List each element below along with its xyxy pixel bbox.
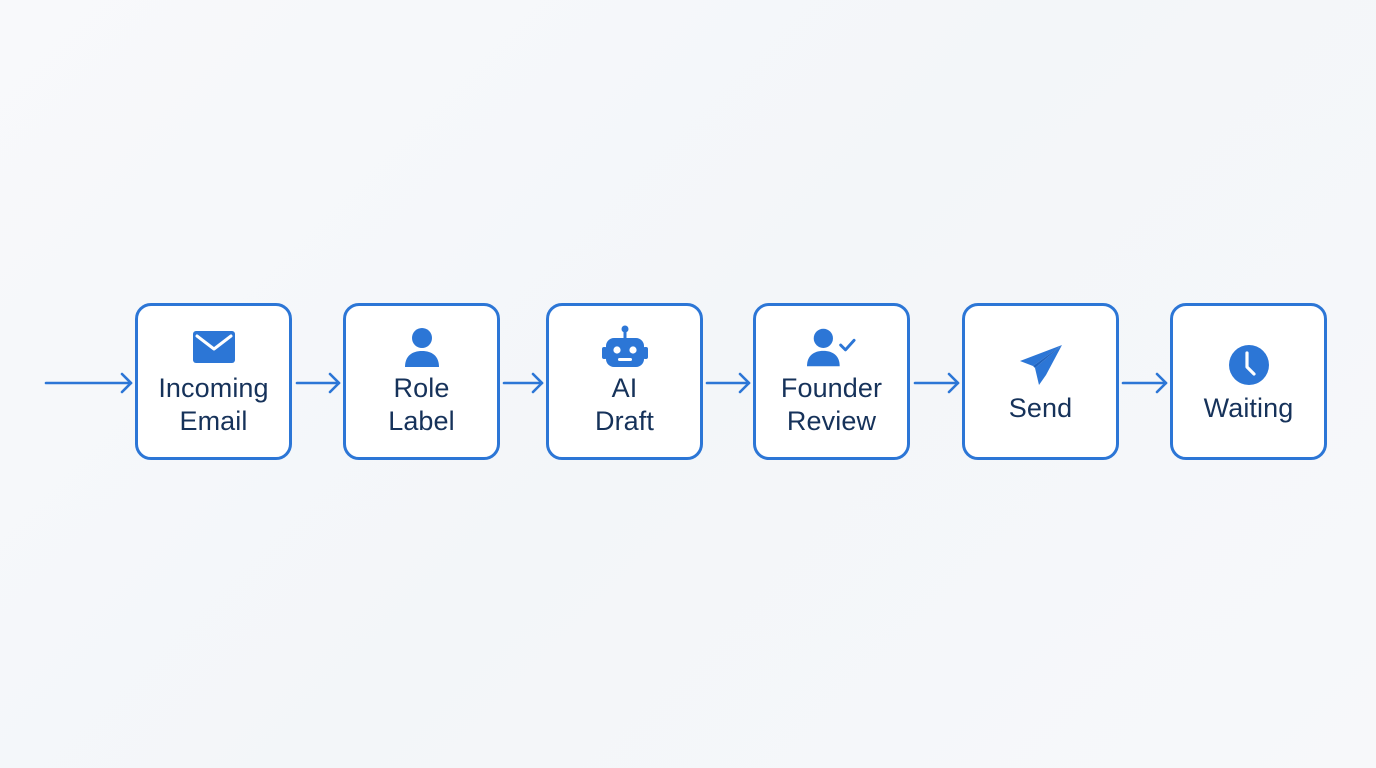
user-icon bbox=[397, 326, 447, 368]
user-check-icon bbox=[806, 326, 857, 368]
node-label: Send bbox=[1008, 393, 1073, 423]
node-incoming-email[interactable]: Incoming Email bbox=[135, 303, 292, 460]
node-label: Waiting bbox=[1203, 393, 1294, 423]
entry-arrow bbox=[44, 372, 133, 394]
node-label: Founder Review bbox=[780, 372, 883, 436]
node-founder-review[interactable]: Founder Review bbox=[753, 303, 910, 460]
node-send[interactable]: Send bbox=[962, 303, 1119, 460]
node-label: Role Label bbox=[388, 372, 455, 436]
arrow-incoming-email-to-role-label bbox=[295, 372, 341, 394]
arrow-ai-draft-to-founder-review bbox=[705, 372, 751, 394]
arrow-founder-review-to-send bbox=[913, 372, 960, 394]
arrow-send-to-waiting bbox=[1121, 372, 1168, 394]
node-ai-draft[interactable]: AI Draft bbox=[546, 303, 703, 460]
robot-icon bbox=[600, 325, 650, 368]
node-waiting[interactable]: Waiting bbox=[1170, 303, 1327, 460]
paper-plane-icon bbox=[1016, 344, 1066, 386]
node-label: AI Draft bbox=[594, 372, 654, 436]
envelope-icon bbox=[189, 326, 239, 368]
node-role-label[interactable]: Role Label bbox=[343, 303, 500, 460]
node-label: Incoming Email bbox=[158, 372, 269, 436]
arrow-role-label-to-ai-draft bbox=[502, 372, 544, 394]
clock-icon bbox=[1224, 344, 1274, 386]
